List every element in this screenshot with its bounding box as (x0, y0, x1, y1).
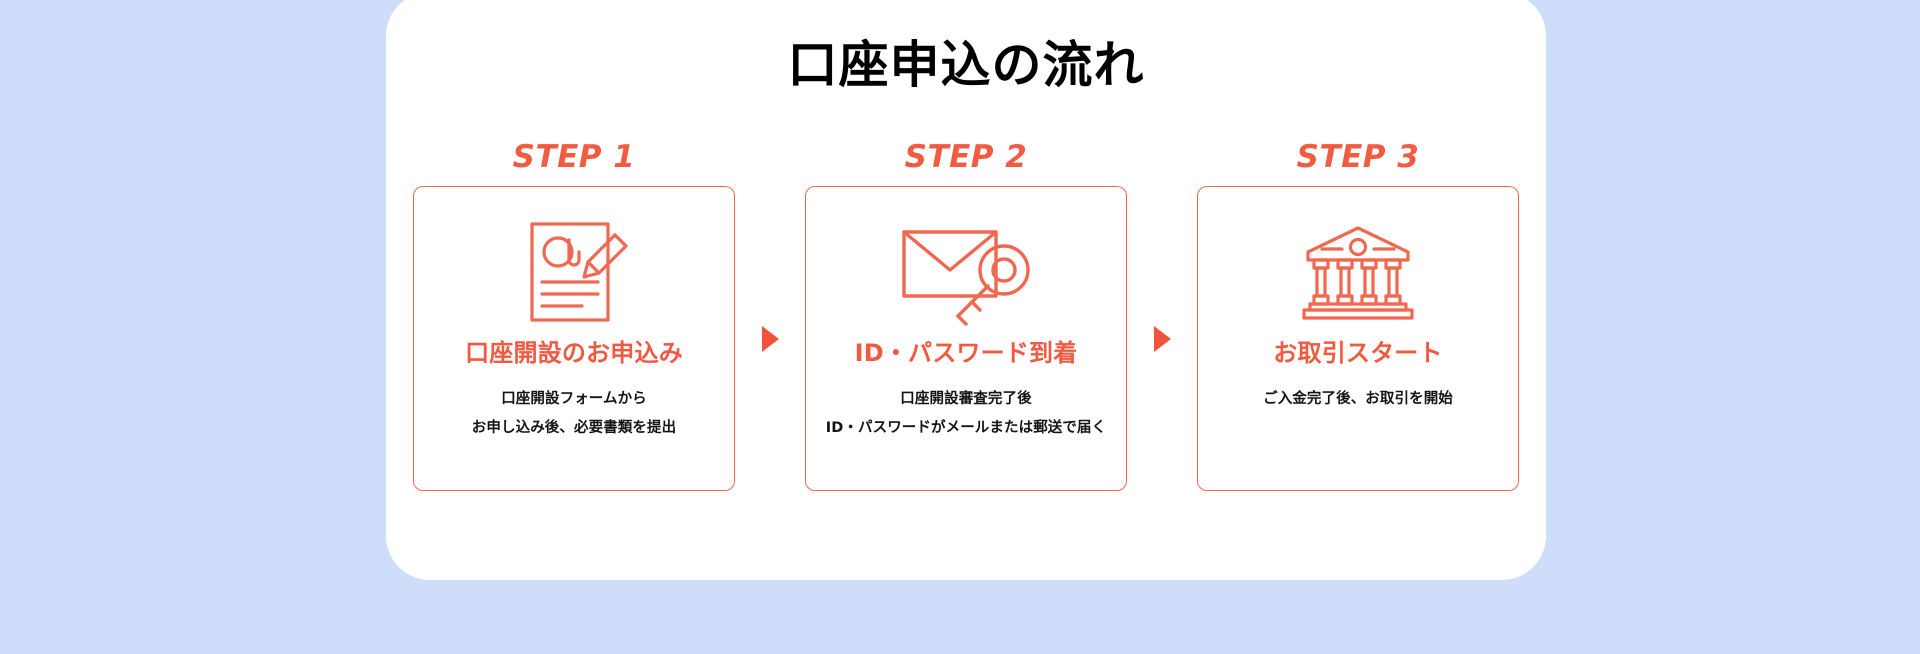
step-2-label: STEP 2 (904, 139, 1028, 175)
step-2-description-line-1: 口座開設審査完了後 (900, 391, 1032, 407)
step-2-description: 口座開設審査完了後 ID・パスワードがメールまたは郵送で届く (826, 385, 1106, 443)
step-3: STEP 3 (1197, 142, 1519, 491)
step-2-heading: ID・パスワード到着 (854, 339, 1078, 367)
arrow-step1-to-step2 (735, 186, 805, 491)
step-2-card[interactable]: ID・パスワード到着 口座開設審査完了後 ID・パスワードがメールまたは郵送で届… (805, 186, 1127, 491)
step-1-description-line-2: お申し込み後、必要書類を提出 (471, 420, 677, 436)
step-3-label: STEP 3 (1296, 139, 1420, 175)
step-1-card[interactable]: 口座開設のお申込み 口座開設フォームから お申し込み後、必要書類を提出 (413, 186, 735, 491)
step-3-description: ご入金完了後、お取引を開始 (1263, 385, 1453, 414)
step-1-label: STEP 1 (512, 139, 636, 175)
step-1-heading: 口座開設のお申込み (465, 339, 683, 367)
bank-building-icon (1300, 213, 1416, 331)
triangle-right-icon (761, 325, 779, 352)
step-3-description-line-1: ご入金完了後、お取引を開始 (1263, 391, 1453, 407)
step-1-description: 口座開設フォームから お申し込み後、必要書類を提出 (472, 385, 676, 443)
step-2-description-line-2: ID・パスワードがメールまたは郵送で届く (825, 420, 1107, 436)
envelope-key-icon (896, 213, 1036, 331)
arrow-step2-to-step3 (1127, 186, 1197, 491)
step-3-heading: お取引スタート (1273, 339, 1443, 367)
step-1-description-line-1: 口座開設フォームから (501, 391, 647, 407)
triangle-right-icon (1153, 325, 1171, 352)
step-1: STEP 1 (413, 142, 735, 491)
step-2: STEP 2 ID・パスワード到着 (805, 142, 1127, 491)
flow-panel: 口座申込の流れ STEP 1 (386, 0, 1546, 580)
step-3-card[interactable]: お取引スタート ご入金完了後、お取引を開始 (1197, 186, 1519, 491)
document-pencil-icon (510, 213, 638, 331)
page-title: 口座申込の流れ (787, 36, 1145, 94)
steps-row: STEP 1 (386, 142, 1546, 491)
